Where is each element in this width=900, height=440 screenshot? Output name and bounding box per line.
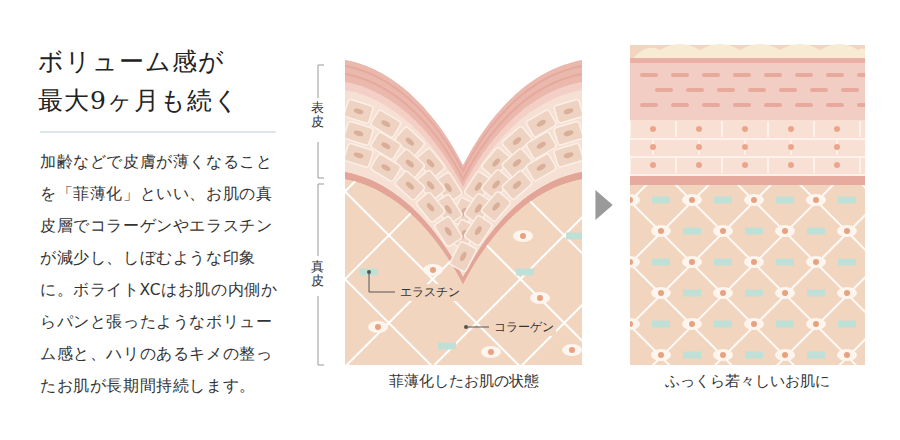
divider-line [40, 131, 276, 133]
panel-caption: 菲薄化したお肌の状態 [345, 372, 582, 391]
plump-skin [630, 44, 865, 365]
arrow-triangle [595, 190, 612, 220]
skin-panel: 菲薄化したお肌の状態 [345, 45, 582, 391]
panel-caption: ふっくら若々しいお肌に [630, 372, 865, 391]
layer-label: 真皮 [311, 260, 324, 289]
part-label: コラーゲン [492, 319, 556, 336]
heading: ボリューム感が 最大9ヶ月も続く [38, 42, 278, 120]
skin-panel: ふっくら若々しいお肌に [630, 45, 865, 391]
leader-line [369, 272, 489, 327]
layer-label: 表皮 [311, 101, 324, 130]
body-text: 加齢などで皮膚が薄くなることを「菲薄化」といい、お肌の真皮層でコラーゲンやエラス… [40, 146, 282, 402]
thin-skin [345, 45, 582, 365]
part-label: エラスチン [398, 284, 462, 301]
